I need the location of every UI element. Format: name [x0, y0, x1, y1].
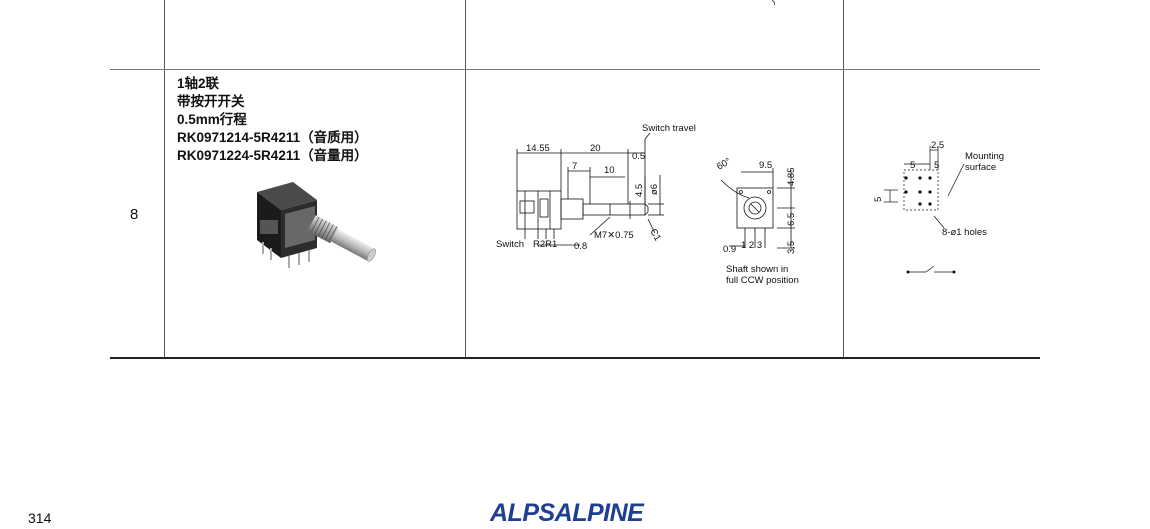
mounting-hole-drawing: 2.5 5 5 5 Mounting surface 8-ø1 holes — [873, 140, 1004, 274]
label-switch-travel: Switch travel — [642, 123, 696, 134]
label-9-5: 9.5 — [759, 160, 772, 171]
column-divider-3 — [843, 0, 844, 358]
label-4-5: 4.5 — [634, 184, 645, 197]
label-r2r1: R2R1 — [533, 239, 557, 250]
mounting-label-line-2: surface — [965, 162, 996, 173]
label-0-9: 0.9 — [723, 244, 736, 255]
previous-row-mark — [771, 0, 776, 6]
side-view-drawing: 60° 9.5 4.85 6.5 3.5 0.9 1 2 3 Shaft sho… — [715, 156, 799, 286]
label-thread: M7✕0.75 — [594, 230, 634, 241]
column-divider-1 — [164, 0, 165, 358]
label-pin-numbers: 1 2 3 — [741, 240, 762, 251]
description-line: RK0971214-5R4211（音质用） — [177, 130, 368, 145]
row-top-border — [110, 69, 1040, 70]
dimension-drawing: Switch travel 14.55 20 0.5 7 10 4.5 ø6 M… — [496, 123, 696, 250]
label-7: 7 — [572, 161, 577, 172]
row-number: 8 — [130, 206, 139, 223]
label-3-5: 3.5 — [786, 241, 797, 254]
description-line: RK0971224-5R4211（音量用） — [177, 148, 368, 163]
caption-line-1: Shaft shown in — [726, 264, 788, 275]
description-line: 带按开开关 — [177, 94, 245, 109]
label-5-left: 5 — [910, 160, 915, 171]
row-bottom-border — [110, 357, 1040, 359]
label-5-right: 5 — [934, 160, 939, 171]
alpsalpine-logo: ALPSALPINE — [490, 499, 646, 525]
label-14-55: 14.55 — [526, 143, 550, 154]
label-holes: 8-ø1 holes — [942, 227, 987, 238]
logo-text: ALPSALPINE — [490, 499, 645, 525]
label-20: 20 — [590, 143, 601, 154]
label-10: 10 — [604, 165, 615, 176]
label-0-5: 0.5 — [632, 151, 645, 162]
product-description: 1轴2联 带按开开关 0.5mm行程 RK0971214-5R4211（音质用）… — [177, 75, 368, 165]
caption-line-2: full CCW position — [726, 275, 799, 286]
page-number: 314 — [28, 510, 52, 526]
description-line: 0.5mm行程 — [177, 112, 247, 127]
description-line: 1轴2联 — [177, 76, 220, 91]
label-2-5: 2.5 — [931, 140, 944, 151]
label-chamfer: C1 — [647, 227, 663, 243]
mounting-label-line-1: Mounting — [965, 151, 1004, 162]
label-6-5: 6.5 — [786, 213, 797, 226]
label-60-degree: 60° — [715, 156, 733, 173]
label-0-8: 0.8 — [574, 241, 587, 250]
potentiometer-photo — [257, 182, 376, 268]
label-switch: Switch — [496, 239, 524, 250]
label-4-85: 4.85 — [786, 168, 797, 187]
label-phi6: ø6 — [649, 184, 660, 195]
label-5-vertical: 5 — [873, 197, 884, 202]
column-divider-2 — [465, 0, 466, 358]
